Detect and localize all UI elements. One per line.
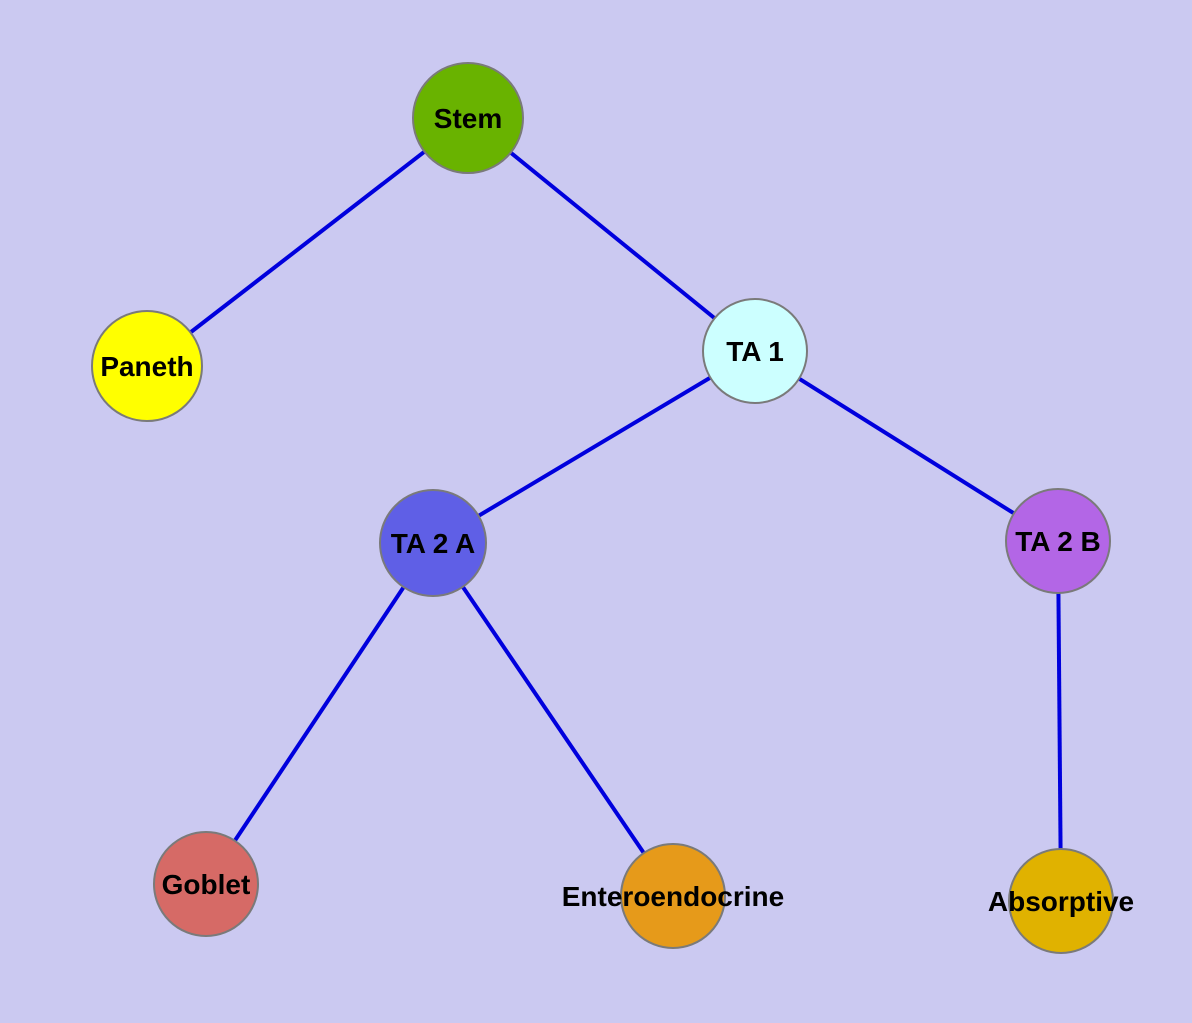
edge-ta2a-enteroendocrine: [431, 541, 675, 898]
edge-ta1-ta2b: [753, 349, 1060, 543]
node-circle-absorptive[interactable]: [1008, 848, 1114, 954]
node-ta1[interactable]: TA 1: [702, 298, 808, 404]
node-goblet[interactable]: Goblet: [153, 831, 259, 937]
edge-stem-paneth: [145, 116, 470, 368]
node-circle-enteroendocrine[interactable]: [620, 843, 726, 949]
node-circle-ta1[interactable]: [702, 298, 808, 404]
node-circle-paneth[interactable]: [91, 310, 203, 422]
node-ta2b[interactable]: TA 2 B: [1005, 488, 1111, 594]
node-absorptive[interactable]: Absorptive: [988, 848, 1134, 954]
node-enteroendocrine[interactable]: Enteroendocrine: [562, 843, 784, 949]
edge-stem-ta1: [466, 116, 757, 353]
edge-ta2b-absorptive: [1056, 540, 1063, 902]
node-stem[interactable]: Stem: [412, 62, 524, 174]
node-circle-stem[interactable]: [412, 62, 524, 174]
node-paneth[interactable]: Paneth: [91, 310, 203, 422]
edge-ta2a-goblet: [204, 541, 435, 886]
node-circle-goblet[interactable]: [153, 831, 259, 937]
edge-ta1-ta2a: [431, 349, 757, 545]
node-circle-ta2b[interactable]: [1005, 488, 1111, 594]
node-circle-ta2a[interactable]: [379, 489, 487, 597]
node-ta2a[interactable]: TA 2 A: [379, 489, 487, 597]
